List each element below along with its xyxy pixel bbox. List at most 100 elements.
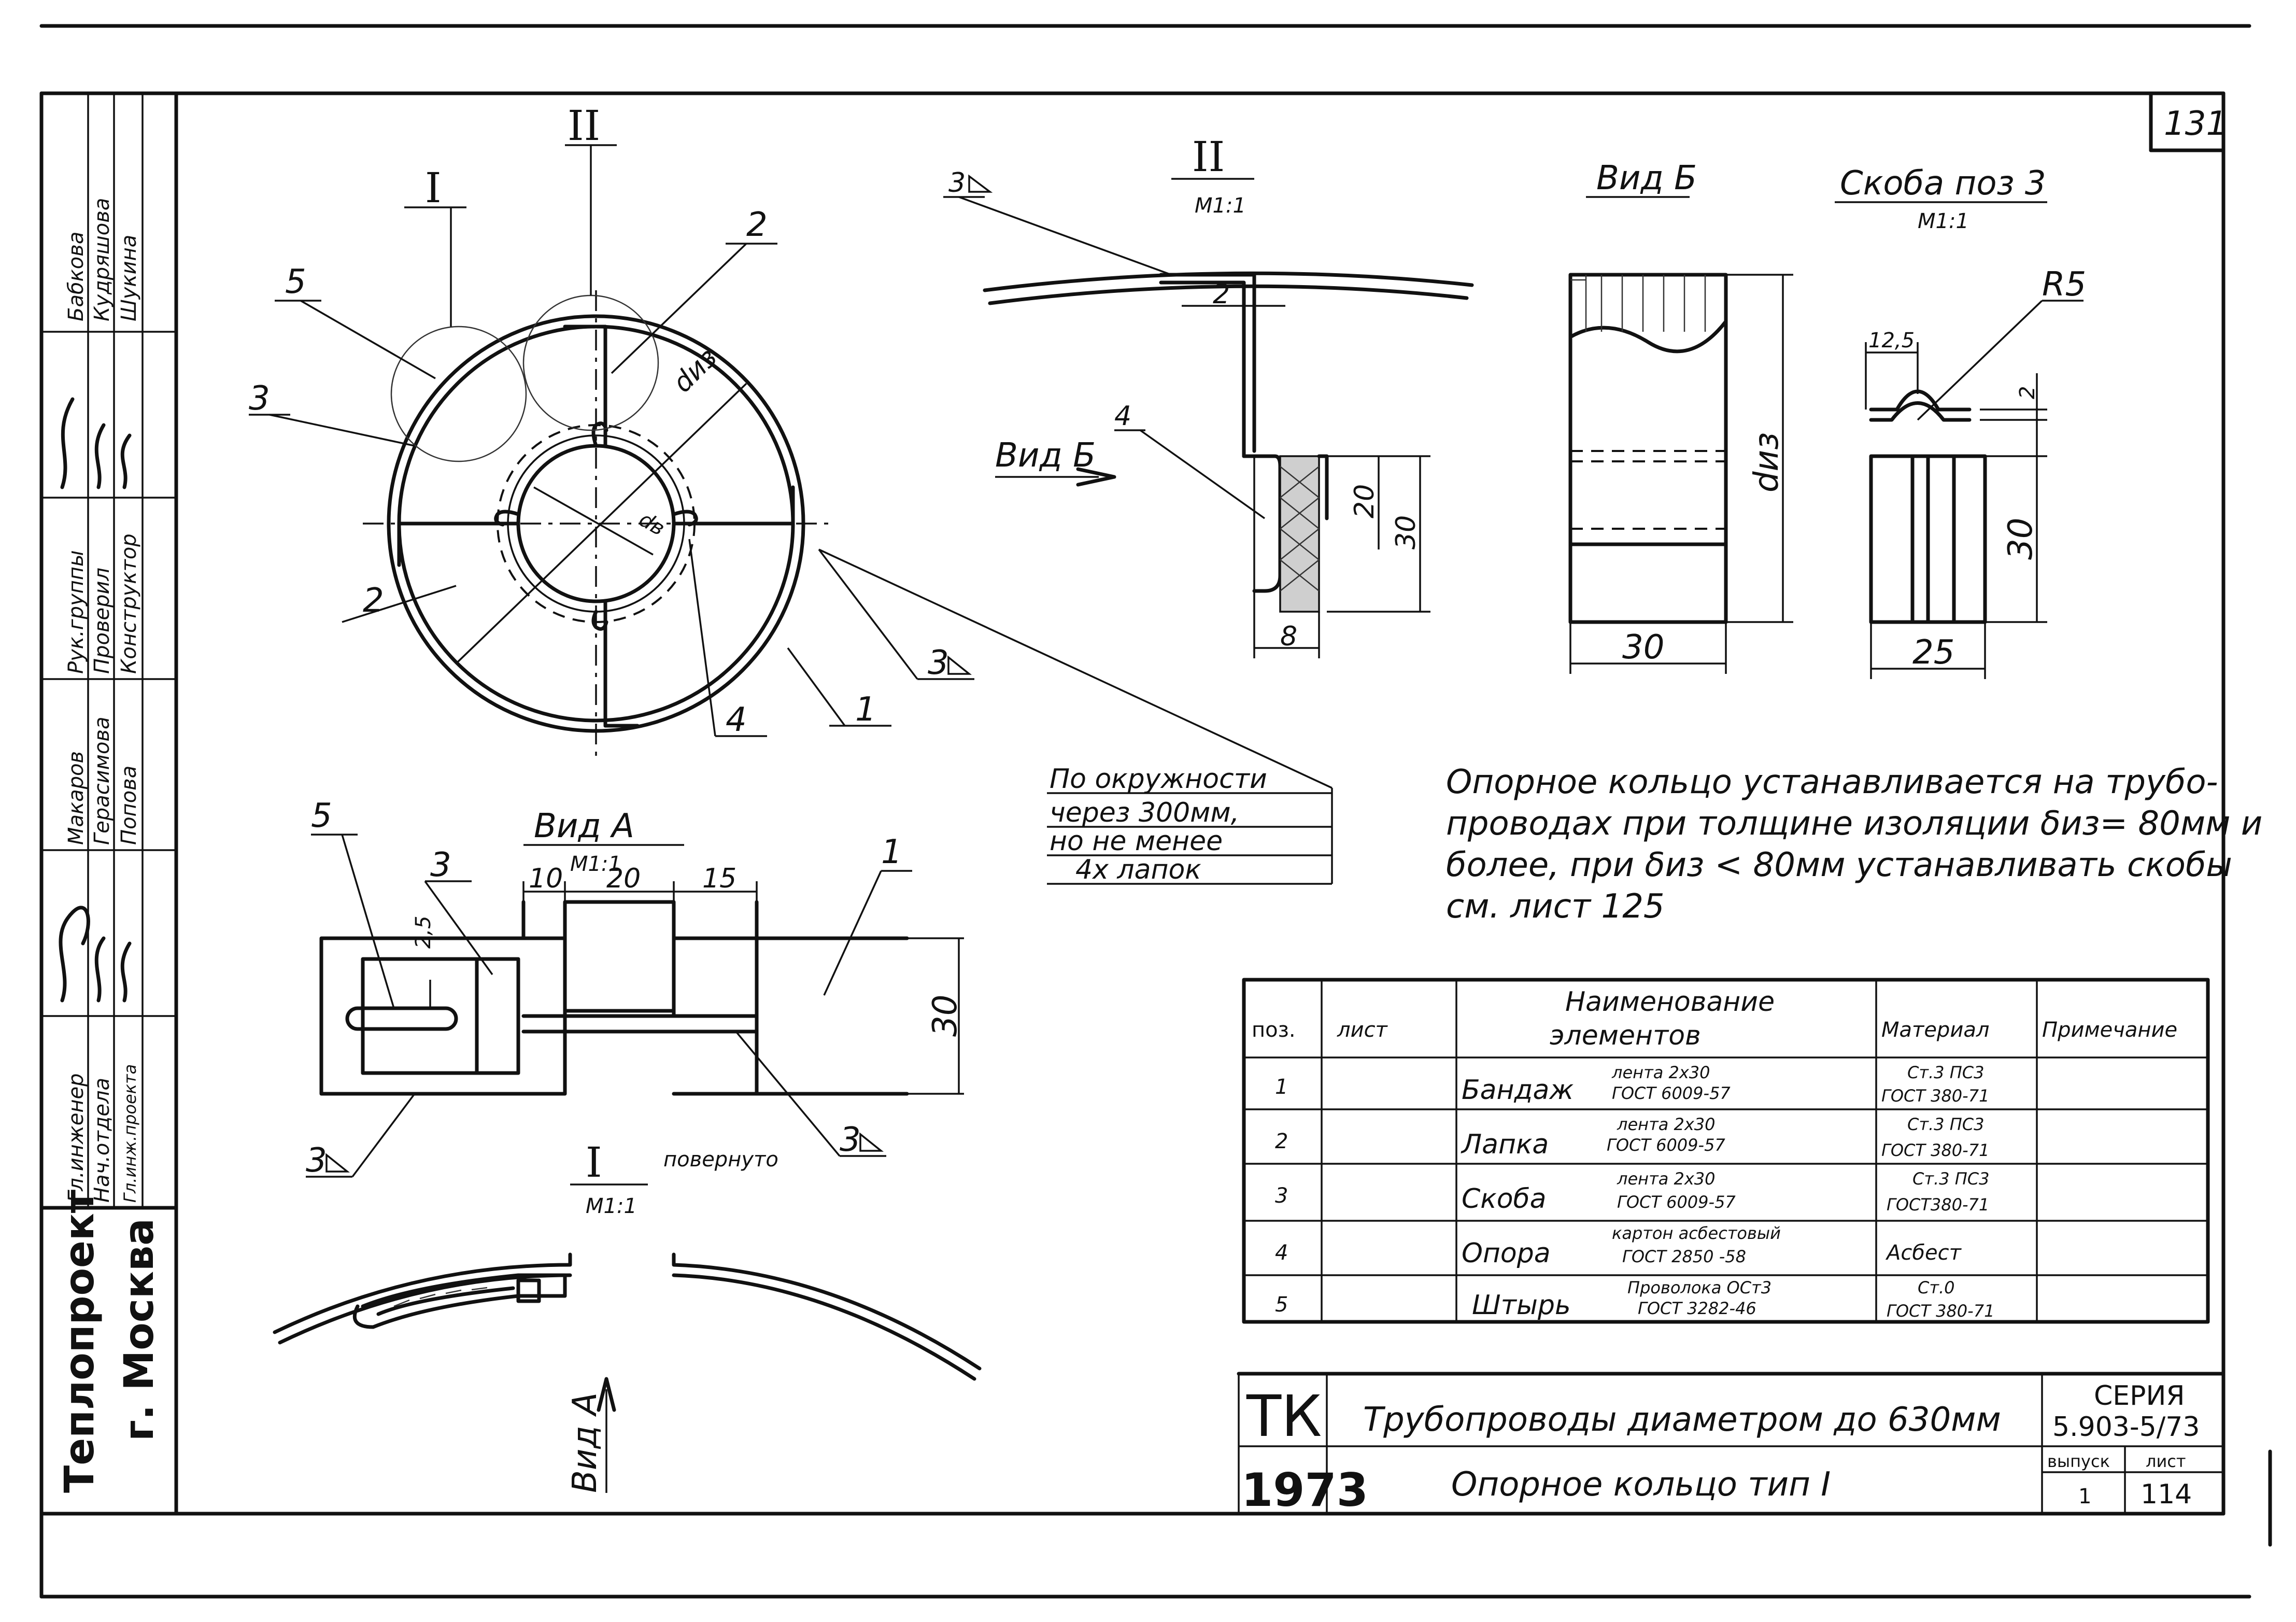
bracket-title: Скоба поз 3 bbox=[1840, 164, 2046, 203]
svg-text:Скоба: Скоба bbox=[1462, 1183, 1546, 1215]
role-label: Рук.группы bbox=[64, 550, 88, 674]
table-row: 3 Скоба лента 2х30 ГОСТ 6009-57 Ст.3 ПС3… bbox=[1275, 1169, 1989, 1215]
dim-30: 30 bbox=[1391, 515, 1422, 549]
view-A-title: Вид А bbox=[534, 807, 634, 845]
note-line: более, при δиз < 80мм устанавливать скоб… bbox=[1446, 846, 2232, 884]
arrow-right-icon bbox=[1076, 467, 1116, 487]
svg-text:ГОСТ 6009-57: ГОСТ 6009-57 bbox=[1617, 1192, 1736, 1212]
view-A: Вид А M1:1 30 10 20 15 2,5 5 3 bbox=[306, 797, 965, 1180]
svg-text:лента 2х30: лента 2х30 bbox=[1617, 1115, 1716, 1134]
role-label: Гл.инженер bbox=[64, 1073, 88, 1203]
svg-text:Лапка: Лапка bbox=[1461, 1129, 1549, 1160]
svg-text:Ст.0: Ст.0 bbox=[1918, 1278, 1955, 1297]
dim-20: 20 bbox=[1349, 484, 1380, 518]
header-name: Наименование bbox=[1565, 986, 1775, 1018]
name-label: Макаров bbox=[64, 751, 88, 845]
spec-table: поз. лист Наименование элементов Материа… bbox=[1242, 978, 2210, 1324]
ring-section-view: I II 5 3 2 2 4 1 3 dиз dв bbox=[249, 102, 1333, 789]
table-row: 4 Опора картон асбестовый ГОСТ 2850 -58 … bbox=[1275, 1223, 1962, 1269]
d-v-label: dв bbox=[635, 507, 669, 541]
sheet-label: лист bbox=[2146, 1451, 2186, 1471]
drawing-subtitle: Опорное кольцо тип I bbox=[1451, 1465, 1831, 1504]
pos-1-label: 1 bbox=[855, 690, 876, 729]
svg-text:3: 3 bbox=[1275, 1184, 1288, 1208]
svg-text:4: 4 bbox=[1275, 1241, 1288, 1265]
detail-II-callout: II bbox=[568, 102, 600, 150]
header-material: Материал bbox=[1881, 1018, 1989, 1042]
weld-3-label: 3 bbox=[948, 167, 966, 199]
sheet-number-box: 131 bbox=[2149, 91, 2227, 152]
signature bbox=[59, 906, 132, 1003]
table-row: 1 Бандаж лента 2х30 ГОСТ 6009-57 Ст.3 ПС… bbox=[1275, 1063, 1989, 1106]
note-line: 4х лапок bbox=[1075, 854, 1201, 885]
pos-2-label: 2 bbox=[363, 582, 384, 620]
svg-text:Штырь: Штырь bbox=[1472, 1290, 1571, 1321]
table-row: 2 Лапка лента 2х30 ГОСТ 6009-57 Ст.3 ПС3… bbox=[1275, 1115, 1989, 1160]
svg-text:ГОСТ 2850 -58: ГОСТ 2850 -58 bbox=[1622, 1247, 1746, 1266]
note-line: проводах при толщине изоляции δиз= 80мм … bbox=[1446, 805, 2262, 843]
dim-20: 20 bbox=[606, 863, 641, 894]
detail-II-view: II M1:1 8 20 30 2 4 3 Вид Б bbox=[943, 133, 1474, 658]
svg-text:Ст.3 ПС3: Ст.3 ПС3 bbox=[1912, 1169, 1989, 1189]
name-label: Кудряшова bbox=[90, 198, 114, 321]
dim-2-5: 2,5 bbox=[412, 915, 435, 949]
pos-5-label: 5 bbox=[311, 797, 332, 835]
weld-triangle-icon bbox=[859, 1132, 884, 1152]
signature bbox=[60, 397, 132, 489]
role-label: Гл.инж.проекта bbox=[120, 1064, 140, 1203]
svg-text:Ст.3 ПС3: Ст.3 ПС3 bbox=[1907, 1063, 1984, 1082]
svg-text:ГОСТ 380-71: ГОСТ 380-71 bbox=[1881, 1086, 1989, 1106]
sheet-value: 114 bbox=[2141, 1479, 2192, 1510]
note-line: через 300мм, bbox=[1050, 797, 1239, 828]
svg-text:лента 2х30: лента 2х30 bbox=[1611, 1063, 1710, 1082]
issue-value: 1 bbox=[2078, 1485, 2091, 1508]
dim-30: 30 bbox=[1622, 628, 1664, 667]
general-note: Опорное кольцо устанавливается на трубо-… bbox=[1446, 763, 2262, 926]
dim-15: 15 bbox=[702, 863, 736, 894]
org-name: Теплопроект bbox=[56, 1190, 103, 1493]
view-B-title: Вид Б bbox=[1596, 159, 1697, 198]
svg-text:лента 2х30: лента 2х30 bbox=[1617, 1169, 1716, 1189]
svg-text:1: 1 bbox=[1275, 1075, 1288, 1099]
detail-I-scale: M1:1 bbox=[586, 1194, 637, 1218]
role-label: Проверил bbox=[90, 568, 114, 674]
svg-text:ГОСТ 380-71: ГОСТ 380-71 bbox=[1887, 1301, 1994, 1321]
sheet-number: 131 bbox=[2164, 105, 2227, 143]
role-label: Конструктор bbox=[117, 533, 141, 674]
table-row: 5 Штырь Проволока ОСт3 ГОСТ 3282-46 Ст.0… bbox=[1275, 1278, 1994, 1321]
weld-3-label: 3 bbox=[306, 1141, 327, 1180]
view-A-scale: M1:1 bbox=[570, 852, 621, 876]
header-pos: поз. bbox=[1252, 1018, 1296, 1042]
pos-4-label: 4 bbox=[1114, 401, 1131, 432]
dim-8: 8 bbox=[1280, 621, 1297, 652]
side-stamp: Гл.инженер Нач.отдела Гл.инж.проекта Рук… bbox=[39, 93, 178, 1493]
tk-label: ТК bbox=[1246, 1383, 1322, 1449]
name-label: Герасимова bbox=[90, 716, 114, 845]
svg-text:Ст.3 ПС3: Ст.3 ПС3 bbox=[1907, 1115, 1984, 1134]
svg-text:ГОСТ 6009-57: ГОСТ 6009-57 bbox=[1612, 1083, 1731, 1103]
dim-2: 2 bbox=[1213, 279, 1230, 310]
name-label: Шукина bbox=[117, 235, 141, 321]
weld-triangle-icon bbox=[968, 174, 993, 193]
title-block: ТК 1973 Трубопроводы диаметром до 630мм … bbox=[1237, 1372, 2226, 1517]
svg-text:картон асбестовый: картон асбестовый bbox=[1612, 1223, 1781, 1243]
bracket-view: Скоба поз 3 M1:1 12,5 2 R5 30 25 bbox=[1835, 164, 2086, 679]
weld-triangle-icon bbox=[325, 1153, 350, 1173]
svg-text:Проволока ОСт3: Проволока ОСт3 bbox=[1627, 1278, 1771, 1297]
pos-4-label: 4 bbox=[726, 701, 747, 739]
dim-30: 30 bbox=[926, 995, 965, 1037]
view-B: Вид Б dиз 30 bbox=[1568, 159, 1793, 674]
pin bbox=[345, 1006, 458, 1031]
pos-3-label: 3 bbox=[249, 379, 270, 418]
series-label: СЕРИЯ bbox=[2094, 1380, 2185, 1412]
d-iz-label: dиз bbox=[667, 342, 724, 399]
circumference-note: По окружности через 300мм, но не менее 4… bbox=[1047, 764, 1333, 885]
detail-I-note: повернуто bbox=[663, 1148, 778, 1172]
weld-3-label: 3 bbox=[840, 1121, 861, 1159]
detail-I-title: I bbox=[586, 1138, 602, 1187]
note-line: но не менее bbox=[1050, 826, 1223, 857]
arrow-up-icon bbox=[597, 1377, 616, 1412]
note-line: По окружности bbox=[1050, 764, 1267, 795]
header-sheet: лист bbox=[1337, 1018, 1388, 1042]
